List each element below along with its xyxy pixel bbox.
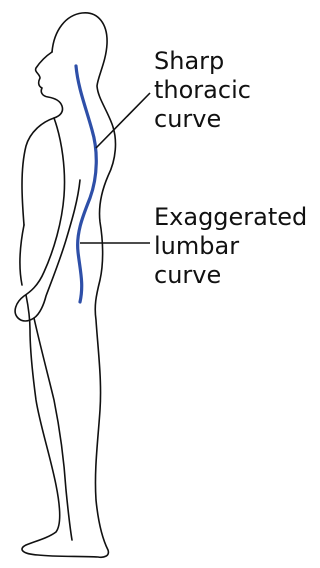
thoracic-label-line-1: Sharp (154, 47, 251, 76)
lumbar-curve-label: Exaggerated lumbar curve (154, 203, 307, 290)
hand-outline (20, 225, 24, 285)
thoracic-label-line-3: curve (154, 105, 251, 134)
lumbar-label-line-1: Exaggerated (154, 203, 307, 232)
leg-outline (34, 318, 72, 540)
thoracic-leader-line (96, 93, 150, 148)
face-profile (22, 52, 63, 225)
thoracic-curve-label: Sharp thoracic curve (154, 47, 251, 134)
thoracic-label-line-2: thoracic (154, 76, 251, 105)
lumbar-label-line-3: curve (154, 261, 307, 290)
lumbar-label-line-2: lumbar (154, 232, 307, 261)
